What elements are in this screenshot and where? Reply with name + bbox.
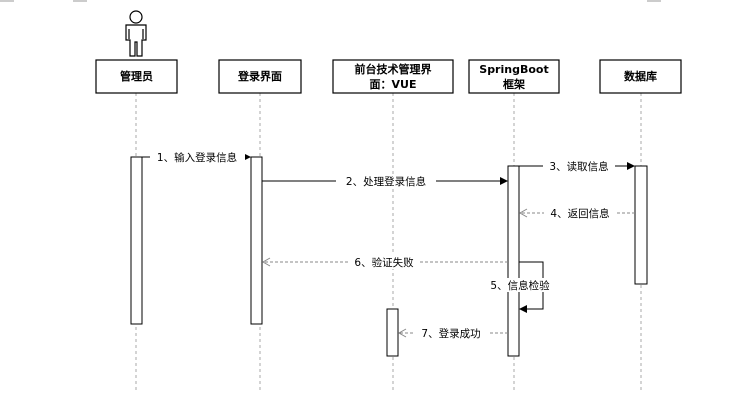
message-7-label: 7、登录成功 (421, 327, 480, 340)
message-4: 4、返回信息 (518, 206, 635, 220)
message-5: 5、信息检验 (484, 261, 556, 313)
message-1-label: 1、输入登录信息 (157, 151, 237, 164)
message-3: 3、读取信息 (519, 159, 635, 173)
participant-frontend: 前台技术管理界 面：VUE (332, 59, 454, 94)
message-2: 2、处理登录信息 (262, 174, 508, 188)
activation-db (634, 165, 648, 285)
participant-admin: 管理员 (95, 59, 178, 94)
participant-db-label: 数据库 (624, 69, 657, 83)
activation-login-ui (250, 156, 263, 325)
participant-login-ui-label: 登录界面 (237, 69, 282, 83)
message-6: 6、验证失败 (261, 255, 508, 269)
participant-springboot-label-line1: SpringBoot (479, 63, 548, 76)
message-3-label: 3、读取信息 (549, 160, 608, 173)
participant-springboot: SpringBoot 框架 (468, 59, 560, 94)
message-2-label: 2、处理登录信息 (346, 175, 426, 188)
participant-springboot-label-line2: 框架 (503, 77, 525, 91)
participant-frontend-label-line1: 前台技术管理界 (355, 62, 432, 76)
message-7: 7、登录成功 (397, 326, 508, 340)
activation-frontend (386, 308, 399, 357)
message-6-label: 6、验证失败 (354, 256, 414, 269)
actor-person-icon (125, 10, 147, 57)
activation-springboot (507, 165, 520, 357)
message-5-label: 5、信息检验 (490, 279, 550, 292)
message-1: 1、输入登录信息 (142, 150, 251, 164)
participant-db: 数据库 (599, 59, 682, 94)
participant-login-ui: 登录界面 (218, 59, 302, 94)
participant-frontend-label-line2: 面：VUE (370, 78, 417, 91)
activation-admin (130, 156, 143, 325)
participant-admin-label: 管理员 (120, 69, 153, 83)
message-4-label: 4、返回信息 (550, 207, 609, 220)
